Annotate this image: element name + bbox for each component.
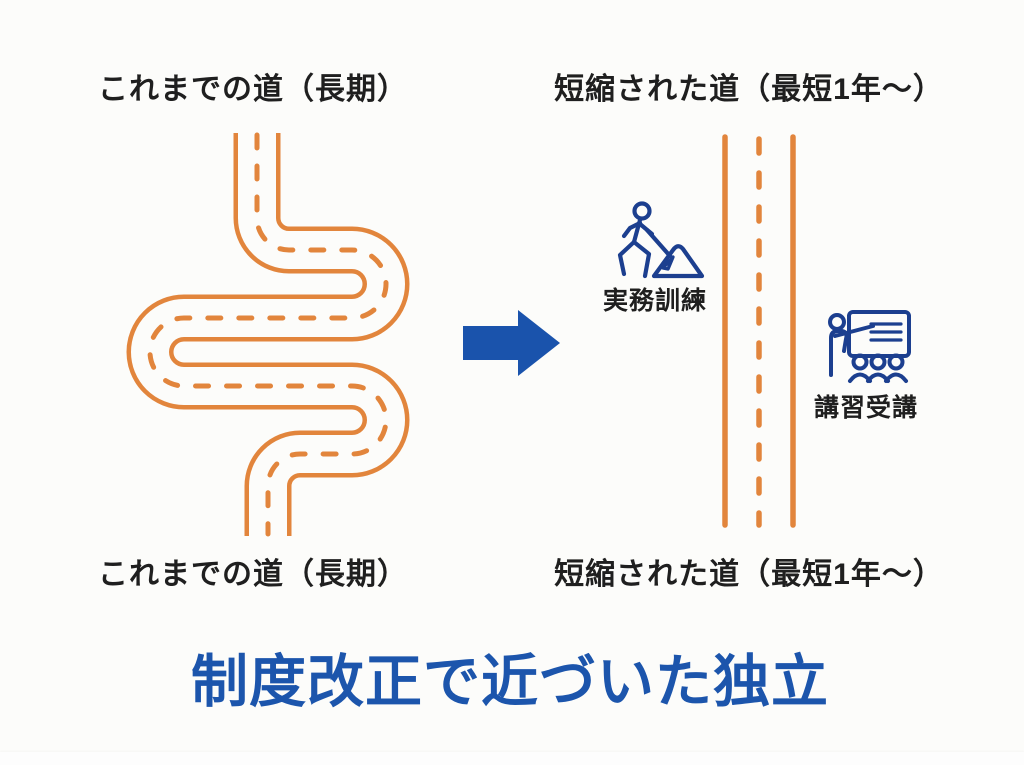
new-path-heading-top: 短縮された道（最短1年〜） bbox=[554, 73, 944, 106]
new-path-heading-bottom: 短縮された道（最短1年〜） bbox=[554, 558, 944, 591]
old-path-heading-bottom: これまでの道（長期） bbox=[98, 558, 408, 591]
practical-training-label: 実務訓練 bbox=[602, 287, 708, 315]
straight-road-icon bbox=[722, 134, 796, 528]
worker-digging-icon bbox=[617, 201, 705, 279]
winding-road-icon bbox=[126, 132, 410, 537]
bottom-fade-band bbox=[0, 752, 1024, 765]
right-arrow-icon bbox=[463, 310, 560, 376]
main-title: 制度改正で近づいた独立 bbox=[191, 650, 829, 714]
old-path-heading-top: これまでの道（長期） bbox=[98, 73, 408, 106]
lecture-presentation-icon bbox=[828, 310, 911, 383]
course-attendance-label: 講習受講 bbox=[813, 394, 919, 422]
